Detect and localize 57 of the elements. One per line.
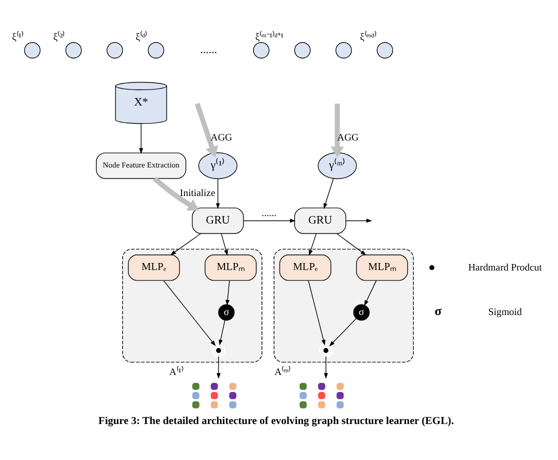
node-box: Node Feature Extraction <box>96 152 186 178</box>
node-circle: σ <box>353 304 370 320</box>
edge-label: ...... <box>262 207 276 218</box>
node-circle <box>336 42 352 58</box>
arrow <box>226 280 230 306</box>
node-box: MLPₘ <box>204 254 257 280</box>
node-circle <box>319 343 333 357</box>
node-circle <box>65 42 82 58</box>
node-circle <box>212 343 226 357</box>
node-circle <box>253 42 270 58</box>
node-box: MLPₑ <box>279 254 332 280</box>
arrow <box>170 232 202 255</box>
node-circle <box>24 42 40 58</box>
arrow <box>324 178 334 208</box>
arrow <box>346 218 372 222</box>
arrow <box>324 356 328 378</box>
node-label: ξ⁽ᵐ⁻¹⁾ᵈ⁺¹ <box>255 31 284 42</box>
node-circle: σ <box>218 304 235 320</box>
arrow <box>308 280 326 345</box>
arrow <box>329 318 357 346</box>
node-box: GRU <box>294 207 346 234</box>
edge-label: AGG <box>210 132 232 144</box>
node-label: A⁽¹⁾ <box>169 366 184 378</box>
caption: Figure 3: The detailed architecture of evolving graph structure learner (EGL). <box>98 416 454 427</box>
arrow <box>139 122 144 154</box>
node-ellipse: γ⁽¹⁾ <box>198 152 238 179</box>
arrow <box>194 102 218 157</box>
node-label: ξ⁽ᵈ⁾ <box>136 31 148 42</box>
arrow <box>330 103 344 157</box>
arrow <box>308 232 317 256</box>
edge-label: AGG <box>337 132 359 144</box>
arrow <box>163 280 216 346</box>
label: σ <box>434 303 442 318</box>
node-ellipse: γ⁽ᵐ⁾ <box>318 152 357 179</box>
node-box: MLPₑ <box>128 254 180 280</box>
arrow <box>220 232 228 256</box>
arrow <box>364 280 377 306</box>
node-circle <box>106 42 123 58</box>
node-circle <box>376 42 394 58</box>
legend-label: Hardmard Prodcut <box>468 262 542 273</box>
arrow <box>218 319 226 345</box>
label: ...... <box>200 44 218 56</box>
arrow <box>216 178 220 208</box>
arrow <box>152 176 200 210</box>
edge-label: Initialize <box>180 188 216 199</box>
node-circle <box>294 42 311 58</box>
node-circle <box>148 42 164 58</box>
node-label: ξ⁽ᵐᵈ⁾ <box>360 31 376 42</box>
arrow <box>243 218 296 222</box>
node-label: ξ⁽²⁾ <box>53 31 65 42</box>
node-box: MLPₘ <box>356 254 408 280</box>
node-label: A⁽ᵐ⁾ <box>274 366 291 378</box>
arrow <box>216 356 221 378</box>
arrow <box>336 232 366 255</box>
node-box: GRU <box>192 207 244 234</box>
node-label: ξ⁽¹⁾ <box>12 31 24 42</box>
legend-label: Sigmoid <box>488 306 522 318</box>
